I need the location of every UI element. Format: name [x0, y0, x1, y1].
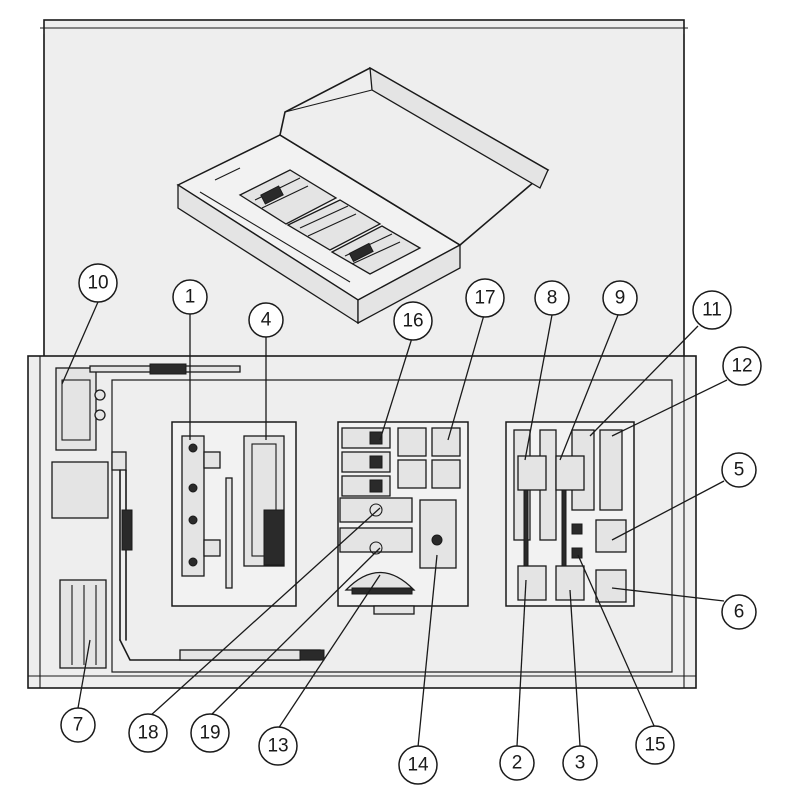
- callout-12-label: 12: [731, 356, 752, 377]
- callout-9: 9: [602, 280, 638, 316]
- callout-5-label: 5: [734, 460, 745, 481]
- callout-15: 15: [635, 725, 675, 765]
- foam-insert-right: [505, 421, 635, 607]
- callout-18-label: 18: [137, 723, 158, 744]
- leader-lines: [61, 301, 728, 748]
- callout-16-label: 16: [402, 311, 423, 332]
- callout-5: 5: [721, 452, 757, 488]
- callout-12: 12: [722, 346, 762, 386]
- callout-2: 2: [499, 745, 535, 781]
- callout-3: 3: [562, 745, 598, 781]
- callout-1: 1: [172, 279, 208, 315]
- callout-6: 6: [721, 594, 757, 630]
- callout-4: 4: [248, 302, 284, 338]
- hinge-rod-assembly: [51, 363, 325, 661]
- callout-14: 14: [398, 745, 438, 785]
- callout-11-label: 11: [702, 300, 722, 321]
- callout-17-label: 17: [474, 288, 495, 309]
- callout-10-label: 10: [87, 273, 108, 294]
- callout-10: 10: [78, 263, 118, 303]
- callout-19-label: 19: [199, 723, 220, 744]
- callout-1-label: 1: [185, 287, 196, 308]
- callout-7: 7: [60, 707, 96, 743]
- callout-18: 18: [128, 713, 168, 753]
- callout-6-label: 6: [734, 602, 745, 623]
- callout-8: 8: [534, 280, 570, 316]
- battery-block-7: [59, 579, 107, 669]
- callout-13: 13: [258, 726, 298, 766]
- callout-11: 11: [692, 290, 732, 330]
- callout-15-label: 15: [644, 735, 665, 756]
- callout-17: 17: [465, 278, 505, 318]
- foam-insert-center: [337, 421, 469, 615]
- foam-insert-left: [171, 421, 297, 607]
- callout-2-label: 2: [512, 753, 523, 774]
- callout-9-label: 9: [615, 288, 626, 309]
- callout-13-label: 13: [267, 736, 288, 757]
- callout-14-label: 14: [407, 755, 429, 776]
- callout-19: 19: [190, 713, 230, 753]
- isometric-tray: [176, 66, 550, 325]
- callout-3-label: 3: [575, 753, 586, 774]
- callout-8-label: 8: [547, 288, 558, 309]
- callout-16: 16: [393, 301, 433, 341]
- callout-4-label: 4: [261, 310, 272, 331]
- callout-7-label: 7: [73, 715, 84, 736]
